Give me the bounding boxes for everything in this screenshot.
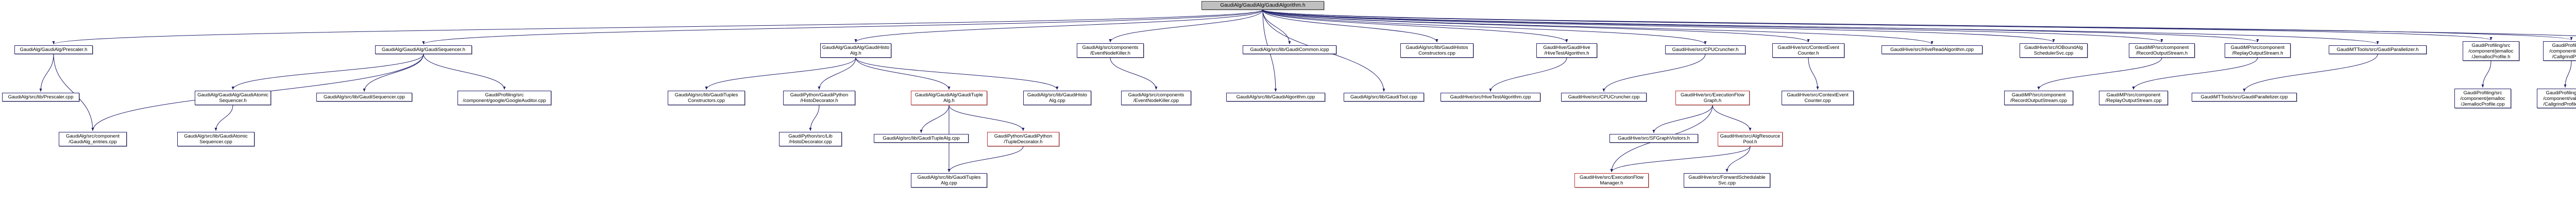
graph-edge [1602,54,1706,92]
graph-edge [2564,60,2572,88]
graph-edge [363,54,424,92]
graph-node[interactable]: GaudiAlg/src/lib/GaudiCommon.icpp [1243,45,1336,54]
graph-edge [1262,9,1810,43]
graph-edge [39,54,54,92]
graph-edge [1262,9,2055,43]
graph-node[interactable]: GaudiProfiling/src /component/jemalloc /… [2463,41,2519,61]
graph-node[interactable]: GaudiHive/src/ForwardSchedulable Svc.cpp [1684,173,1770,188]
graph-node[interactable]: GaudiPython/GaudiPython /HistoDecorator.… [783,91,855,105]
graph-edge [422,9,1263,45]
graph-edge [818,57,856,90]
graph-node[interactable]: GaudiAlg/src/component /GaudiAlg_entries… [59,132,127,146]
graph-node[interactable]: GaudiMP/src/component /ReplayOutputStrea… [2225,43,2291,58]
graph-edge [423,54,506,90]
graph-node[interactable]: GaudiMTTools/src/GaudiParallelizer.cpp [2192,93,2297,101]
graph-edge [1610,146,1751,173]
graph-node[interactable]: GaudiProfiling/src /component/valgrind /… [2543,41,2576,61]
graph-node[interactable]: GaudiAlg/src/lib/GaudiTool.cpp [1344,93,1424,101]
graph-node[interactable]: GaudiMP/src/component /RecordOutputStrea… [2129,43,2195,58]
graph-edge [1262,9,1934,45]
graph-edge [1262,9,1707,45]
graph-node[interactable]: GaudiPython/src/Lib /HistoDecorator.cpp [779,132,842,146]
graph-edge [1808,57,1819,90]
graph-node-root[interactable]: GaudiAlg/GaudiAlg/GaudiAlgorithm.h [1201,1,1324,10]
graph-edge [1109,9,1263,43]
graph-edge [1262,9,2572,41]
graph-node[interactable]: GaudiAlg/src/lib/GaudiTuples Alg.cpp [911,173,987,188]
graph-edge [1262,9,1568,43]
graph-edge [52,9,1263,45]
graph-edge [1262,9,2379,45]
graph-node[interactable]: GaudiProfiling/src /component/google/Goo… [457,91,551,105]
graph-node[interactable]: GaudiMP/src/component /ReplayOutputStrea… [2099,91,2168,105]
graph-node[interactable]: GaudiAlg/GaudiAlg/Prescaler.h [14,45,93,54]
graph-edge [947,146,1024,173]
graph-edge [948,105,1025,131]
graph-node[interactable]: GaudiHive/src/ExecutionFlow Graph.h [1675,91,1750,105]
graph-node[interactable]: GaudiProfiling/src /component/jemalloc /… [2454,89,2511,108]
graph-edge [231,54,424,90]
graph-edge [1262,9,2576,37]
graph-node[interactable]: GaudiHive/src/HiveReadAlgorithm.cpp [1882,45,1982,54]
graph-edge [214,105,233,131]
graph-edge [1652,105,1713,133]
graph-node[interactable]: GaudiAlg/GaudiAlg/GaudiAtomic Sequencer.… [195,91,271,105]
graph-edge [2481,60,2492,88]
graph-node[interactable]: GaudiAlg/src/lib/Prescaler.cpp [2,93,79,101]
graph-node[interactable]: GaudiProfiling/src /component/valgrind /… [2537,89,2576,108]
graph-node[interactable]: GaudiAlg/src/lib/GaudiHisto Alg.cpp [1023,91,1091,105]
graph-edge [2243,54,2378,92]
graph-edge [1712,105,1752,131]
graph-node[interactable]: GaudiAlg/GaudiAlg/GaudiSequencer.h [375,45,472,54]
graph-node[interactable]: GaudiHive/src/IOBoundAlg SchedulerSvc.cp… [2020,43,2088,58]
graph-node[interactable]: GaudiHive/src/ContextEvent Counter.h [1772,43,1844,58]
graph-edge [1110,57,1158,90]
graph-edge [1725,146,1751,173]
graph-node[interactable]: GaudiAlg/src/lib/GaudiTupleAlg.cpp [874,134,969,143]
graph-node[interactable]: GaudiAlg/src/lib/GaudiHistos Constructor… [1400,43,1473,58]
graph-node[interactable]: GaudiHive/src/SFGraphVisitors.h [1609,134,1698,143]
graph-node[interactable]: GaudiAlg/src/lib/GaudiAtomic Sequencer.c… [177,132,255,146]
graph-node[interactable]: GaudiMTTools/src/GaudiParallelizer.h [2329,45,2427,54]
graph-edge [1262,9,1291,45]
graph-node[interactable]: GaudiHive/src/CPUCruncher.h [1665,45,1745,54]
graph-edge [2132,57,2258,90]
graph-node[interactable]: GaudiHive/src/ExecutionFlow Manager.h [1574,173,1649,188]
graph-edge [705,57,856,90]
graph-edge [920,105,950,133]
graph-node[interactable]: GaudiHive/GaudiHive /HiveTestAlgorithm.h [1536,43,1597,58]
graph-edge [854,9,1263,43]
graph-edge [1262,9,2493,41]
graph-node[interactable]: GaudiAlg/src/lib/GaudiTuples Constructor… [668,91,745,105]
graph-node[interactable]: GaudiMP/src/component /RecordOutputStrea… [2004,91,2073,105]
graph-node[interactable]: GaudiAlg/src/lib/GaudiAlgorithm.cpp [1226,93,1325,101]
graph-node[interactable]: GaudiHive/src/AlgResource Pool.h [1718,132,1783,146]
graph-node[interactable]: GaudiAlg/GaudiAlg/GaudiTuple Alg.h [911,91,987,105]
graph-edge [1262,9,2259,43]
graph-edge [2037,57,2162,90]
graph-edge [1262,9,1438,43]
graph-edge [809,105,820,131]
graph-edge [855,57,1059,90]
graph-edge [1489,57,1567,92]
graph-node[interactable]: GaudiHive/src/ContextEvent Counter.cpp [1782,91,1854,105]
graph-node[interactable]: GaudiPython/GaudiPython /TupleDecorator.… [987,132,1059,146]
graph-node[interactable]: GaudiHive/src/CPUCruncher.cpp [1561,93,1647,101]
graph-node[interactable]: GaudiAlg/src/components /EventNodeKiller… [1077,43,1144,58]
graph-node[interactable]: GaudiAlg/GaudiAlg/GaudiHisto Alg.h [820,43,891,58]
graph-edge [855,57,951,90]
graph-node[interactable]: GaudiAlg/src/components /EventNodeKiller… [1121,91,1191,105]
graph-node[interactable]: GaudiHive/src/HiveTestAlgorithm.cpp [1440,93,1540,101]
graph-edge [1262,9,2163,43]
graph-node[interactable]: GaudiAlg/src/lib/GaudiSequencer.cpp [316,93,412,101]
